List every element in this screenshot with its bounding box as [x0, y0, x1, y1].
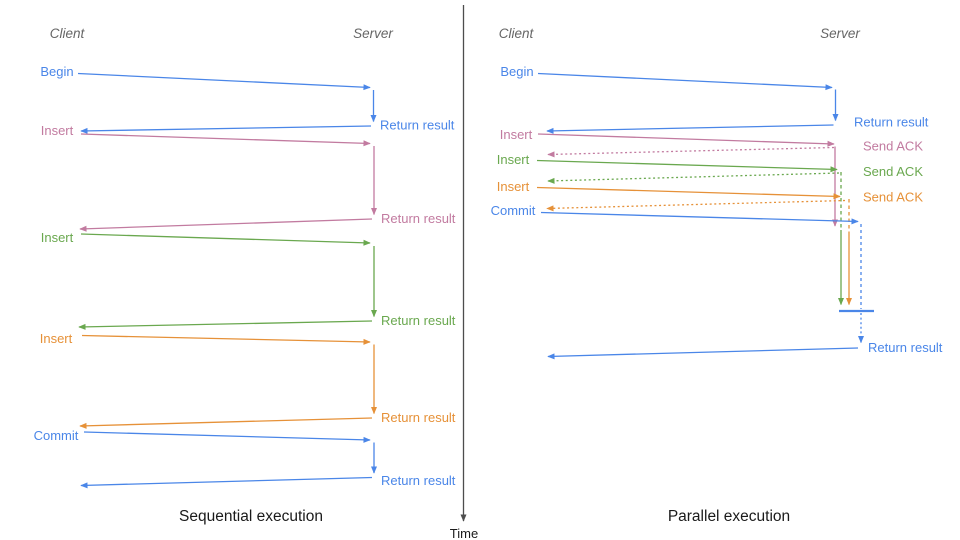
response-label: Return result: [854, 115, 929, 130]
server-header: Server: [820, 26, 860, 41]
response-label: Return result: [381, 473, 456, 488]
response-line: [547, 347, 859, 360]
request-label: Begin: [500, 64, 533, 79]
request-label: Begin: [40, 64, 73, 79]
response-label: Return result: [380, 118, 455, 133]
sequential-caption: Sequential execution: [179, 508, 323, 525]
request-line: [536, 159, 838, 173]
response-line: [79, 417, 373, 429]
request-line: [540, 211, 859, 225]
request-line: [81, 334, 371, 345]
sequential-diagram: Client Server Begin Return result Insert…: [34, 26, 456, 525]
response-label: Return result: [381, 211, 456, 226]
client-header: Client: [499, 26, 535, 41]
ack-label: Send ACK: [863, 164, 923, 179]
ack-line: [547, 146, 835, 158]
time-axis: Time: [450, 5, 478, 540]
request-line: [83, 431, 371, 443]
request-label: Insert: [41, 123, 74, 138]
response-line: [80, 476, 373, 489]
response-label: Return result: [381, 410, 456, 425]
parallel-caption: Parallel execution: [668, 508, 790, 525]
request-line: [537, 133, 835, 147]
ack-label: Send ACK: [863, 139, 923, 154]
server-header: Server: [353, 26, 393, 41]
client-header: Client: [50, 26, 86, 41]
request-label: Insert: [41, 230, 74, 245]
par-message-insert-2: Insert Send ACK: [497, 152, 923, 306]
par-message-commit: Commit Return result: [491, 203, 943, 360]
request-label: Insert: [497, 179, 530, 194]
seq-message-insert-2: Insert Return result: [41, 230, 456, 330]
ack-line: [547, 172, 840, 184]
request-label: Commit: [491, 203, 536, 218]
seq-message-insert-1: Insert Return result: [41, 123, 456, 232]
par-message-insert-1: Insert Send ACK: [500, 127, 923, 227]
par-message-insert-3: Insert Send ACK: [497, 179, 923, 306]
parallel-diagram: Client Server Begin Return result Insert…: [491, 26, 943, 525]
ack-label: Send ACK: [863, 190, 923, 205]
request-line: [536, 186, 841, 200]
time-axis-label: Time: [450, 526, 478, 540]
response-label: Return result: [868, 340, 943, 355]
request-label: Commit: [34, 428, 79, 443]
request-label: Insert: [497, 152, 530, 167]
request-line: [80, 133, 371, 147]
seq-message-commit: Commit Return result: [34, 428, 456, 489]
request-line: [537, 72, 833, 91]
response-line: [78, 320, 373, 330]
request-label: Insert: [40, 331, 73, 346]
ack-line: [546, 199, 846, 212]
seq-message-insert-3: Insert Return result: [40, 331, 456, 429]
request-line: [77, 72, 371, 91]
response-line: [546, 124, 834, 134]
request-label: Insert: [500, 127, 533, 142]
par-message-begin: Begin Return result: [500, 64, 929, 134]
request-line: [80, 233, 371, 246]
seq-message-begin: Begin Return result: [40, 64, 455, 134]
response-label: Return result: [381, 313, 456, 328]
response-line: [80, 125, 372, 134]
response-line: [79, 218, 373, 232]
